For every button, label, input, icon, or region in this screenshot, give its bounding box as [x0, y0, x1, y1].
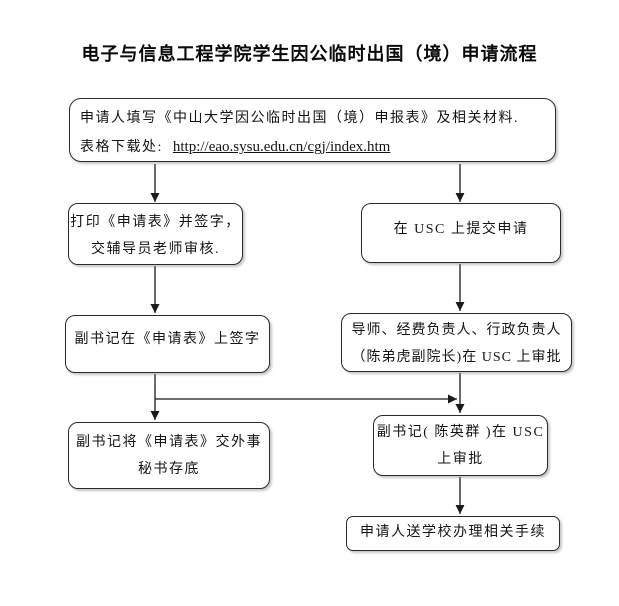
node-text-line: 打印《申请表》并签字，: [70, 215, 241, 230]
node-text-line: 上审批: [437, 452, 484, 467]
page-title: 电子与信息工程学院学生因公临时出国（境）申请流程: [81, 44, 538, 65]
node-submit-usc: 在 USC 上提交申请: [361, 203, 561, 263]
node-text-line: 副书记将《申请表》交外事: [76, 435, 262, 450]
node-text-line: 交辅导员老师审核.: [91, 242, 220, 257]
node-text-line: 副书记( 陈英群 )在 USC: [376, 425, 545, 440]
node-secretary-usc: 副书记( 陈英群 )在 USC 上审批: [373, 415, 548, 476]
download-link[interactable]: http://eao.sysu.edu.cn/cgj/index.htm: [172, 139, 391, 155]
node-print-sign: 打印《申请表》并签字， 交辅导员老师审核.: [68, 203, 243, 265]
fill-form-text: 申请人填写《中山大学因公临时出国（境）申报表》及相关材料.: [80, 111, 519, 126]
node-school-procedures: 申请人送学校办理相关手续: [346, 516, 560, 551]
fill-form-download-line: 表格下载处: http://eao.sysu.edu.cn/cgj/index.…: [80, 133, 545, 162]
node-text-line: 导师、经费负责人、行政负责人: [351, 323, 562, 338]
download-label: 表格下载处:: [80, 140, 163, 155]
node-secretary-sign: 副书记在《申请表》上签字: [65, 315, 270, 373]
node-approvers-usc: 导师、经费负责人、行政负责人 （陈弟虎副院长)在 USC 上审批: [341, 313, 572, 372]
node-text-line: （陈弟虎副院长)在 USC 上审批: [351, 350, 562, 365]
node-text-line: 在 USC 上提交申请: [393, 222, 529, 237]
node-archive: 副书记将《申请表》交外事 秘书存底: [68, 422, 270, 489]
node-fill-form: 申请人填写《中山大学因公临时出国（境）申报表》及相关材料. 表格下载处: htt…: [69, 98, 556, 162]
node-text-line: 申请人送学校办理相关手续: [360, 525, 546, 540]
node-text-line: 副书记在《申请表》上签字: [74, 332, 261, 347]
node-text-line: 秘书存底: [138, 462, 200, 477]
